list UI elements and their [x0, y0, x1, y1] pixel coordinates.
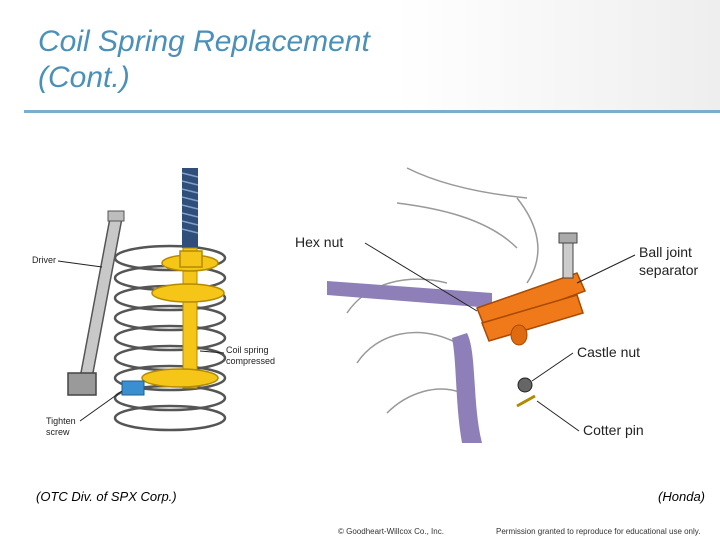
compressor-plates — [141, 250, 225, 388]
label-tighten-2: screw — [46, 427, 70, 437]
footer-copyright: © Goodheart-Willcox Co., Inc. — [338, 527, 444, 536]
leader-hex-nut — [364, 242, 478, 312]
leader-tighten — [79, 390, 123, 422]
title-band — [0, 0, 720, 110]
blue-base — [121, 380, 145, 396]
slide-title: Coil Spring Replacement (Cont.) — [38, 24, 638, 96]
footer-permission: Permission granted to reproduce for educ… — [496, 527, 701, 536]
ball-joint-separator-illustration: Hex nut Ball joint separator Castle nut … — [287, 163, 710, 443]
label-hex-nut: Hex nut — [295, 234, 343, 250]
label-ball-joint-1: Ball joint — [639, 244, 692, 260]
label-driver: Driver — [32, 255, 56, 265]
suspension-line-art — [346, 167, 539, 414]
spring-compressor-illustration: Driver Coil spring compressed Tighten sc… — [30, 163, 285, 443]
slide-title-line-2: (Cont.) — [38, 61, 130, 94]
leader-ball-joint — [576, 254, 636, 284]
leader-driver — [57, 260, 103, 268]
leader-cotter-pin — [536, 400, 580, 432]
driver-tool — [67, 210, 125, 396]
label-tighten-1: Tighten — [46, 416, 76, 426]
leader-castle-nut — [531, 352, 574, 382]
label-castle-nut: Castle nut — [577, 344, 640, 360]
label-coil-spring-1: Coil spring — [226, 345, 269, 355]
caption-right: (Honda) — [658, 489, 705, 504]
leader-coil-spring — [199, 350, 225, 354]
separator-tool — [476, 232, 587, 346]
label-ball-joint-2: separator — [639, 262, 698, 278]
label-coil-spring-2: compressed — [226, 356, 275, 366]
cotter-pin-part — [516, 394, 536, 408]
slide-title-line-1: Coil Spring Replacement — [38, 25, 370, 58]
castle-nut-part — [517, 377, 533, 393]
control-arm — [327, 281, 492, 308]
caption-left: (OTC Div. of SPX Corp.) — [36, 489, 177, 504]
ball-joint-drawing: Hex nut Ball joint separator Castle nut … — [287, 163, 710, 443]
threaded-rod — [181, 168, 199, 389]
spring-compressor-drawing: Driver Coil spring compressed Tighten sc… — [30, 163, 285, 443]
knuckle — [452, 333, 482, 443]
label-cotter-pin: Cotter pin — [583, 422, 644, 438]
title-divider — [24, 110, 720, 113]
